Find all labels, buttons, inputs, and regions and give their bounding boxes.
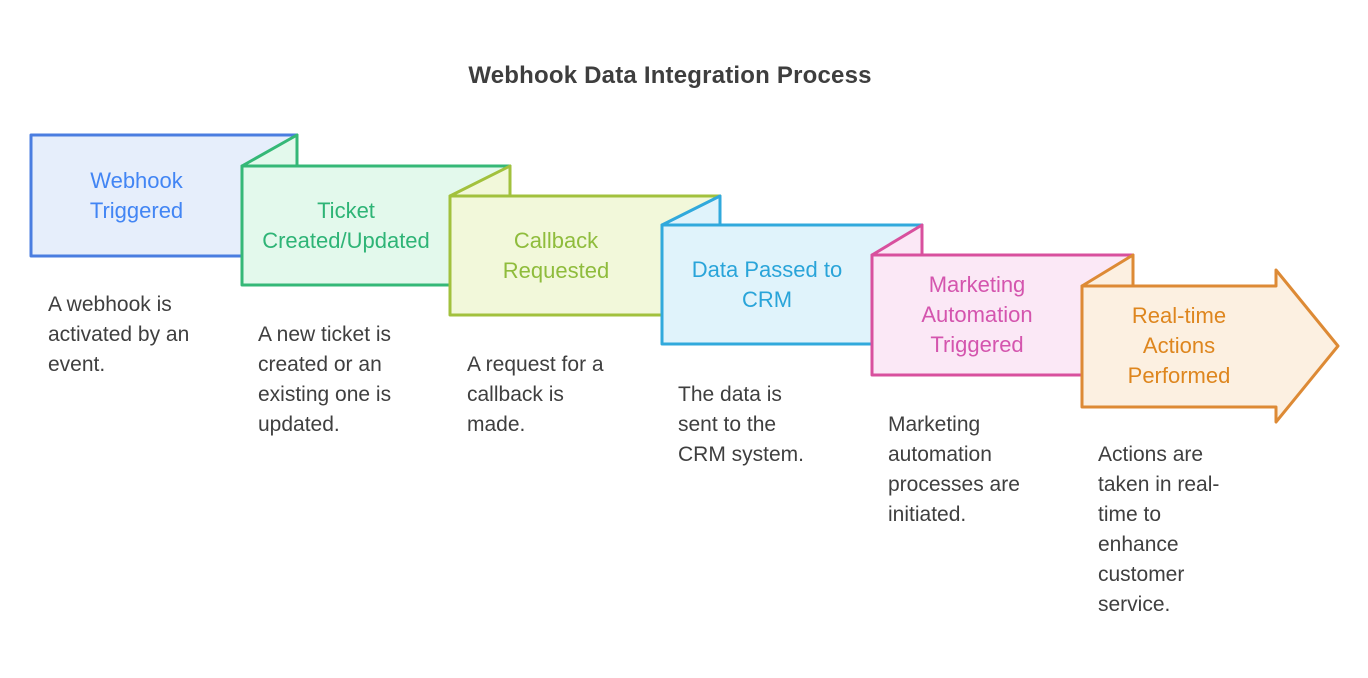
step-6-title: Real-time Actions Performed xyxy=(1127,303,1231,388)
step-2-description: A new ticket is created or an existing o… xyxy=(258,323,392,436)
step-4-description: The data is sent to the CRM system. xyxy=(678,383,804,466)
step-5-title: Marketing Automation Triggered xyxy=(921,272,1033,357)
diagram-title: Webhook Data Integration Process xyxy=(468,62,872,89)
step-6-description: Actions are taken in real- time to enhan… xyxy=(1098,443,1220,616)
step-5-description: Marketing automation processes are initi… xyxy=(888,413,1020,526)
step-1-description: A webhook is activated by an event. xyxy=(48,293,190,376)
step-3-title: Callback Requested xyxy=(502,228,610,283)
step-6-shape xyxy=(1080,268,1340,424)
step-4-title: Data Passed to CRM xyxy=(691,257,843,312)
step-1-title: Webhook Triggered xyxy=(89,168,184,223)
step-2-title: Ticket Created/Updated xyxy=(262,198,430,253)
step-3-description: A request for a callback is made. xyxy=(467,353,604,436)
